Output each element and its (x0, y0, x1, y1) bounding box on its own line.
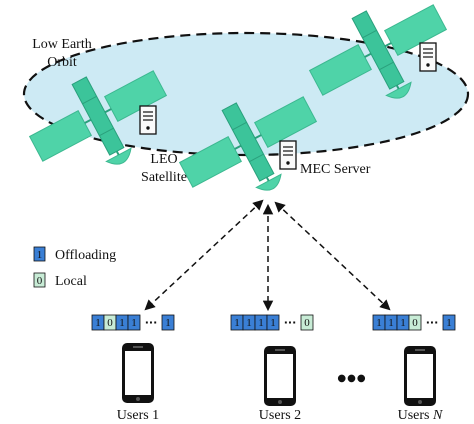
user2-suffix-cell-0 (300, 314, 314, 331)
user3-prefix-cell-3 (408, 314, 422, 331)
server-center-icon (279, 140, 297, 170)
phone-user1-icon (122, 343, 154, 403)
user3-suffix-bit-0: 1 (446, 317, 452, 329)
legend-offload-label: Offloading (55, 248, 116, 263)
orbit-label-line2: Orbit (47, 55, 77, 70)
userN-label-italic: N (432, 408, 443, 423)
user2-prefix-bit-2: 1 (258, 317, 264, 329)
legend-local-bit: 0 (37, 275, 43, 287)
user3-suffix-cell-0 (442, 314, 456, 331)
user2-prefix-bit-3: 1 (270, 317, 276, 329)
user2-suffix-bit-0: 0 (304, 317, 310, 329)
server-left-icon (139, 105, 157, 135)
user1-prefix-bit-1: 0 (107, 317, 113, 329)
user1-suffix-cell-0 (161, 314, 175, 331)
user1-prefix-bit-3: 1 (131, 317, 137, 329)
user3-prefix-bit-1: 1 (388, 317, 394, 329)
orbit-label-line1: Low Earth (32, 37, 91, 52)
user2-label: Users 2 (259, 408, 301, 423)
more-users-ellipsis: ●●● (337, 373, 366, 384)
user1-prefix-bit-0: 1 (95, 317, 101, 329)
phone-user2-icon (264, 346, 296, 406)
user1-prefix-cell-3 (127, 314, 141, 331)
user3-bits-ellipsis: ··· (426, 316, 439, 329)
user3-prefix-bit-2: 1 (400, 317, 406, 329)
user2-prefix-bit-0: 1 (234, 317, 240, 329)
user3-prefix-bit-0: 1 (376, 317, 382, 329)
satellite-label-line2: Satellite (141, 170, 187, 185)
mec-server-label: MEC Server (300, 162, 371, 177)
userN-label: Users N (398, 408, 443, 423)
phone-userN-icon (404, 346, 436, 406)
link-arrow-userN (274, 201, 391, 311)
legend-local-swatch (33, 272, 46, 288)
user3-prefix-bit-3: 0 (412, 317, 418, 329)
legend-offload-swatch (33, 246, 46, 262)
server-right-icon (419, 42, 437, 72)
user2-bits-ellipsis: ··· (284, 316, 297, 329)
satellite-label-line1: LEO (150, 152, 177, 167)
legend-local-label: Local (55, 274, 87, 289)
link-arrow-user1 (144, 199, 264, 311)
legend: 1 Offloading 0 Local (33, 246, 116, 289)
user2-prefix-cell-3 (266, 314, 280, 331)
user1-prefix-bit-2: 1 (119, 317, 125, 329)
user2-prefix-bit-1: 1 (246, 317, 252, 329)
user1-label: Users 1 (117, 408, 159, 423)
userN-label-prefix: Users (398, 408, 433, 423)
user1-suffix-bit-0: 1 (165, 317, 171, 329)
user1-bits-ellipsis: ··· (145, 316, 158, 329)
legend-offload-bit: 1 (37, 249, 43, 261)
